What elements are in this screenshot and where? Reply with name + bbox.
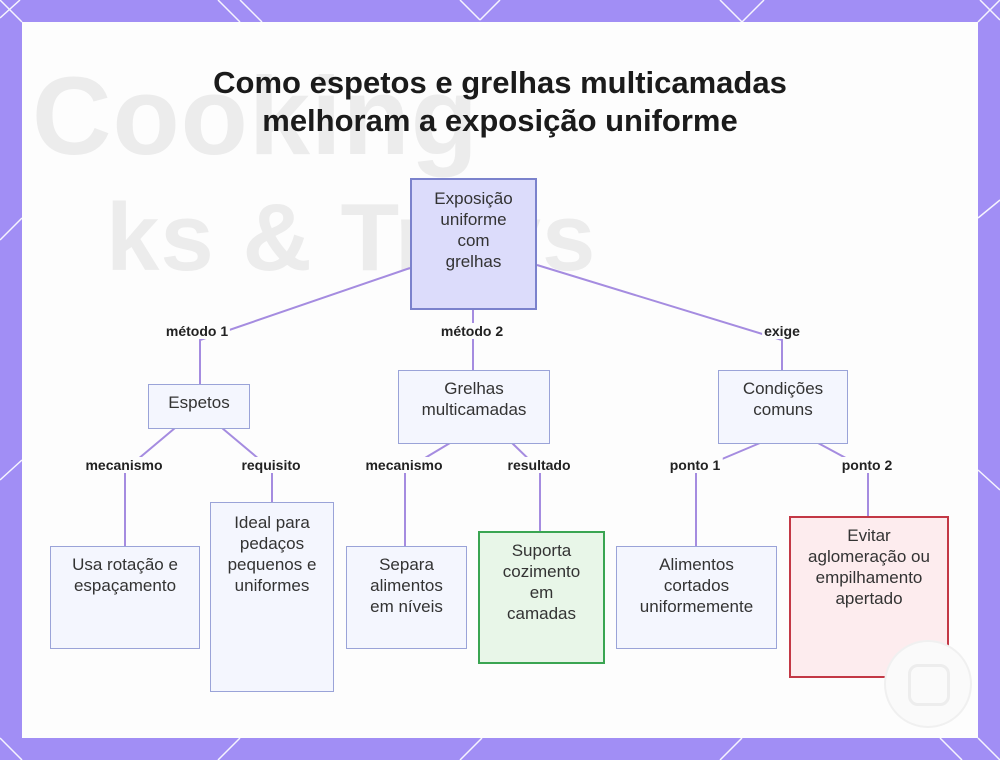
watermark-line-1: Cooking bbox=[32, 55, 479, 178]
node-suporta-cozimento: Suporta cozimento em camadas bbox=[478, 531, 605, 664]
edge-label-metodo-1: método 1 bbox=[163, 323, 231, 339]
edge-label-mecanismo-2: mecanismo bbox=[363, 457, 445, 473]
node-condicoes-comuns: Condições comuns bbox=[718, 370, 848, 444]
node-separa-alimentos: Separa alimentos em níveis bbox=[346, 546, 467, 649]
edge-label-metodo-2: método 2 bbox=[438, 323, 506, 339]
edge-label-exige: exige bbox=[762, 323, 802, 339]
title-line-1: Como espetos e grelhas multicamadas bbox=[213, 65, 787, 100]
node-espetos: Espetos bbox=[148, 384, 250, 429]
edge-espetos-rotacao bbox=[124, 427, 176, 546]
edge-root-espetos bbox=[199, 267, 411, 384]
edge-label-ponto-2: ponto 2 bbox=[839, 457, 895, 473]
edge-label-requisito: requisito bbox=[239, 457, 303, 473]
edge-root-condicoes bbox=[536, 264, 783, 370]
node-exposicao-uniforme: Exposição uniforme com grelhas bbox=[410, 178, 537, 310]
edge-condicoes-evitar bbox=[817, 442, 869, 516]
edge-label-mecanismo-1: mecanismo bbox=[83, 457, 165, 473]
node-ideal-para-pedacos: Ideal para pedaços pequenos e uniformes bbox=[210, 502, 334, 692]
edge-label-resultado: resultado bbox=[505, 457, 573, 473]
edge-label-ponto-1: ponto 1 bbox=[667, 457, 723, 473]
page-title: Como espetos e grelhas multicamadas melh… bbox=[0, 64, 1000, 140]
node-grelhas-multicamadas: Grelhas multicamadas bbox=[398, 370, 550, 444]
brand-logo-icon bbox=[884, 640, 972, 728]
node-usa-rotacao: Usa rotação e espaçamento bbox=[50, 546, 200, 649]
node-alimentos-cortados: Alimentos cortados uniformemente bbox=[616, 546, 777, 649]
title-line-2: melhoram a exposição uniforme bbox=[262, 103, 738, 138]
logo-mark-icon bbox=[908, 664, 950, 706]
